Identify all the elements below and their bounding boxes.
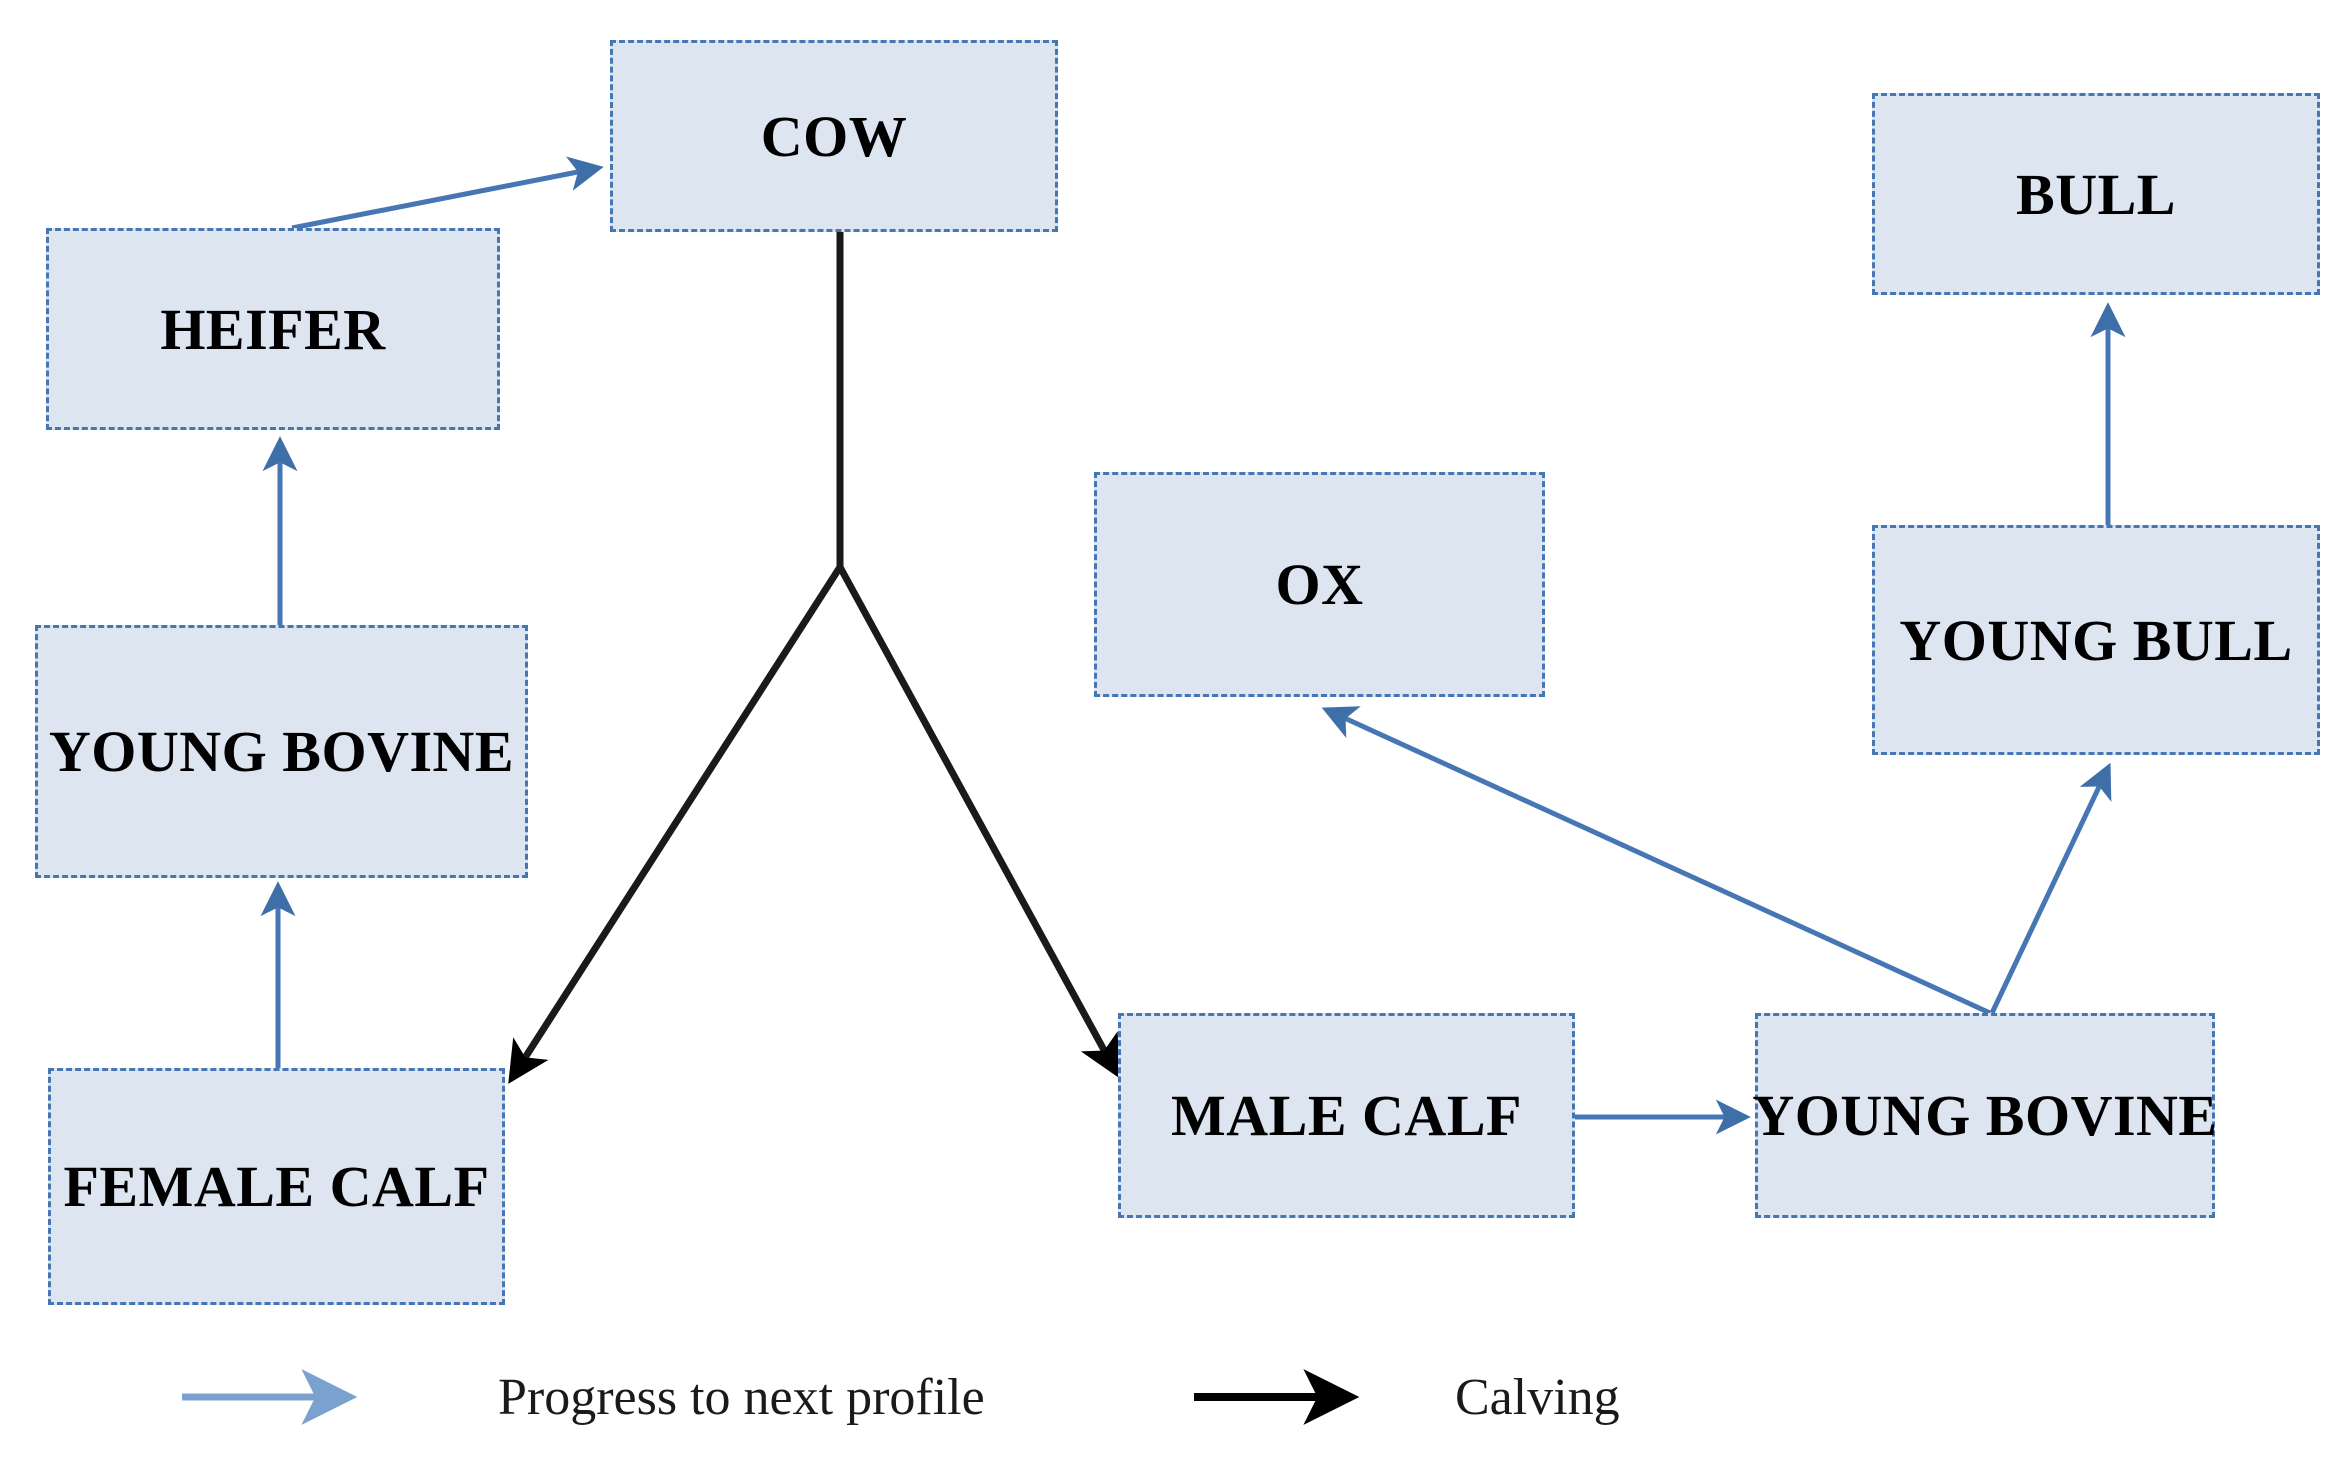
legend-calving-label: Calving (1455, 1368, 1620, 1426)
node-female-calf[interactable]: FEMALE CALF (48, 1068, 505, 1305)
edge-young-bovine-to-young-bull (1989, 762, 2112, 1015)
legend-item-calving: Calving (1190, 1367, 1620, 1427)
node-ox-label: OX (1275, 552, 1364, 617)
node-bull-label: BULL (2016, 161, 2176, 227)
edge-young-bovine-to-ox (1321, 706, 1992, 1016)
node-heifer[interactable]: HEIFER (46, 228, 500, 430)
edge-cow-to-calves-calving (508, 232, 1120, 1084)
node-male-calf-label: MALE CALF (1171, 1083, 1522, 1148)
node-young-bovine-male[interactable]: YOUNG BOVINE (1752, 1013, 2218, 1218)
node-heifer-label: HEIFER (160, 296, 386, 362)
calving-arrow-icon (1194, 1369, 1360, 1425)
legend: Progress to next profile Calving (0, 1355, 2349, 1465)
node-bull[interactable]: BULL (1872, 93, 2320, 295)
progress-arrow-icon (182, 1369, 358, 1425)
node-young-bovine-female-label: YOUNG BOVINE (48, 719, 515, 784)
node-cow-label: COW (760, 103, 908, 169)
legend-item-progress: Progress to next profile (178, 1367, 985, 1427)
node-young-bull[interactable]: YOUNG BULL (1872, 525, 2320, 755)
node-cow[interactable]: COW (610, 40, 1058, 232)
node-male-calf[interactable]: MALE CALF (1118, 1013, 1575, 1218)
node-female-calf-label: FEMALE CALF (63, 1154, 490, 1219)
node-young-bovine-male-label: YOUNG BOVINE (1752, 1083, 2218, 1148)
node-young-bovine-female[interactable]: YOUNG BOVINE (35, 625, 528, 878)
legend-progress-label: Progress to next profile (498, 1368, 985, 1426)
node-young-bull-label: YOUNG BULL (1899, 607, 2293, 673)
node-ox[interactable]: OX (1094, 472, 1545, 697)
edge-heifer-to-cow (291, 156, 604, 231)
